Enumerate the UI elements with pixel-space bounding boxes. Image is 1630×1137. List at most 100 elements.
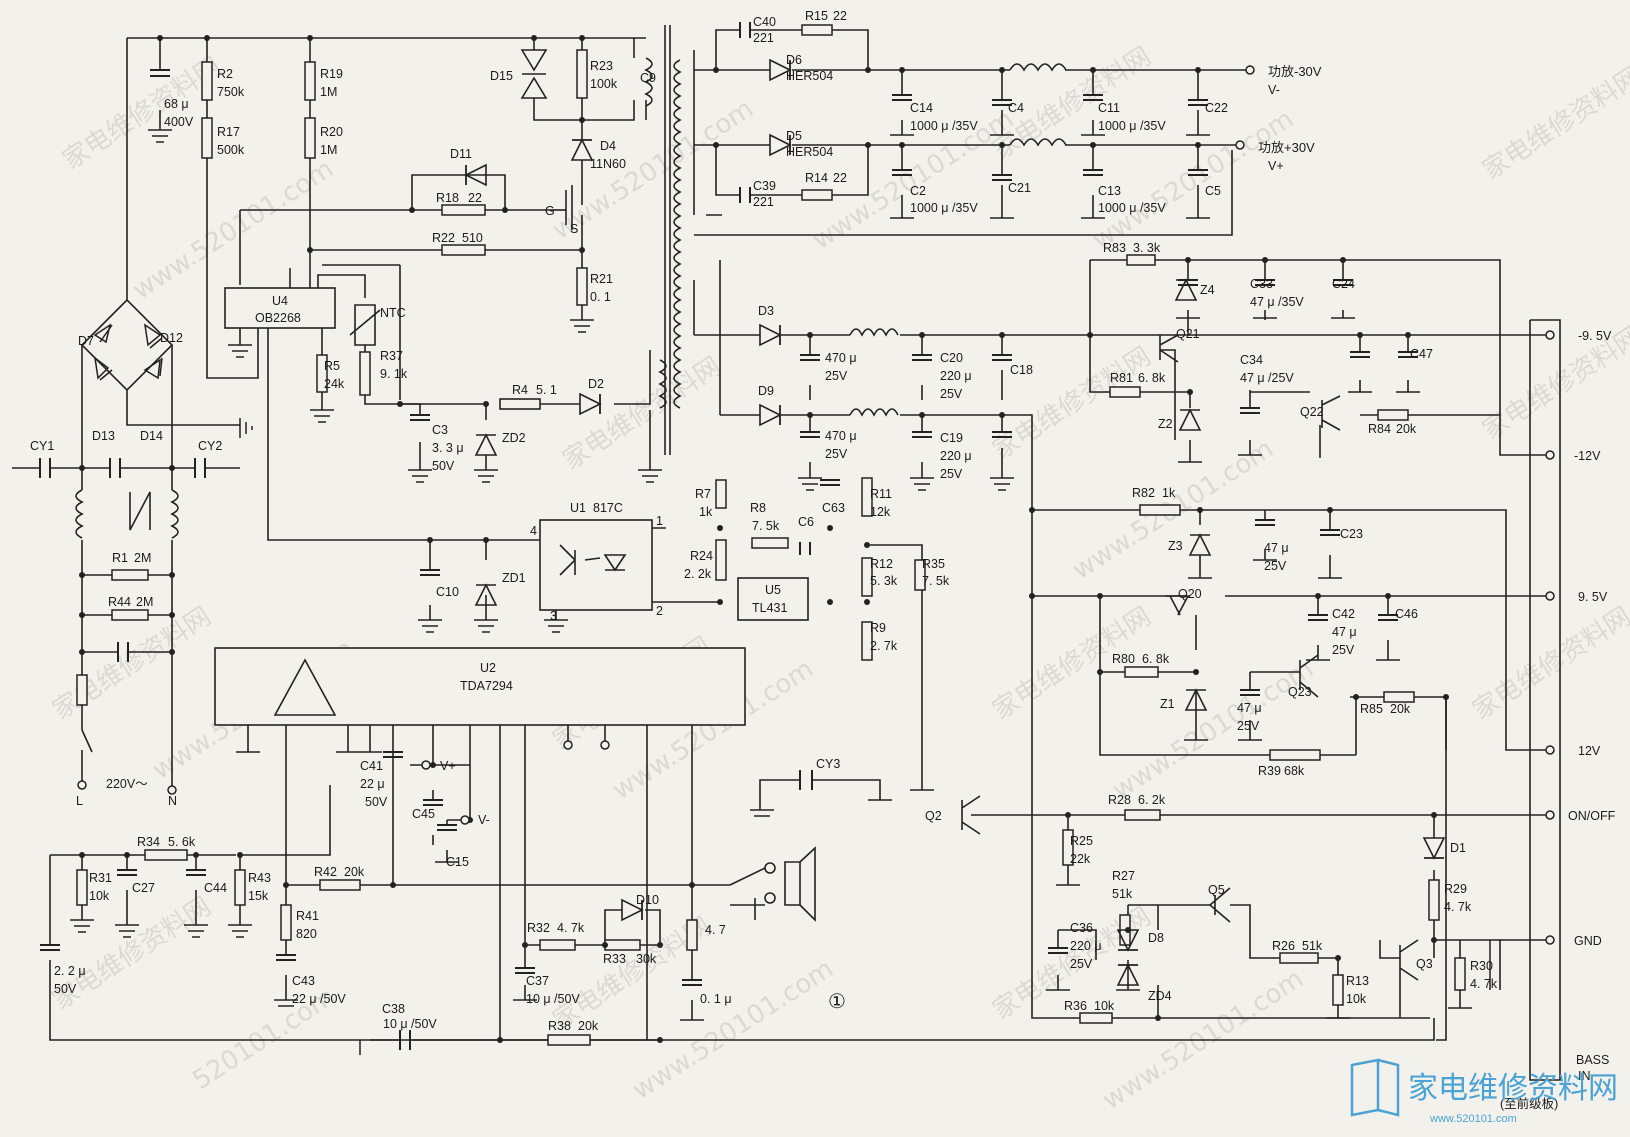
label-r27: R27 bbox=[1112, 869, 1135, 883]
label-r32-val: 4. 7k bbox=[557, 921, 585, 935]
logo-text: 家电维修资料网 bbox=[1408, 1071, 1618, 1106]
output-in: IN bbox=[1578, 1069, 1591, 1083]
label-r23: R23 bbox=[590, 59, 613, 73]
label-q22: Q22 bbox=[1300, 405, 1324, 419]
label-c43-val: 22 μ /50V bbox=[292, 992, 346, 1006]
label-r25: R25 bbox=[1070, 834, 1093, 848]
label-c37: C37 bbox=[526, 974, 549, 988]
label-r1: R1 bbox=[112, 551, 128, 565]
output-onoff: ON/OFF bbox=[1568, 809, 1616, 823]
label-r26-val: 51k bbox=[1302, 939, 1323, 953]
output-amp-minus30: 功放-30V bbox=[1268, 64, 1322, 79]
label-r28-val: 6. 2k bbox=[1138, 793, 1166, 807]
label-r17: R17 bbox=[217, 125, 240, 139]
label-c22u-val: 50V bbox=[54, 982, 77, 996]
watermark-cn: 家电维修资料网 bbox=[557, 352, 726, 476]
label-c68-val: 400V bbox=[164, 115, 194, 129]
label-c33-val: 47 μ /35V bbox=[1250, 295, 1304, 309]
label-c63: C63 bbox=[822, 501, 845, 515]
label-q2: Q2 bbox=[925, 809, 942, 823]
label-pin2: 2 bbox=[656, 604, 663, 618]
watermark-cn: 家电维修资料网 bbox=[987, 342, 1156, 466]
label-r25-val: 22k bbox=[1070, 852, 1091, 866]
label-d3: D3 bbox=[758, 304, 774, 318]
label-c22: C22 bbox=[1205, 101, 1228, 115]
label-c40: C40 bbox=[753, 15, 776, 29]
label-r19: R19 bbox=[320, 67, 343, 81]
label-c47c: 47 μ bbox=[1237, 701, 1262, 715]
label-z2: Z2 bbox=[1158, 417, 1173, 431]
label-r35: R35 bbox=[922, 557, 945, 571]
label-c470b-val: 25V bbox=[825, 447, 848, 461]
label-u5-val: TL431 bbox=[752, 601, 787, 615]
label-c27: C27 bbox=[132, 881, 155, 895]
label-d8: D8 bbox=[1148, 931, 1164, 945]
label-c6: C6 bbox=[798, 515, 814, 529]
label-q20: Q20 bbox=[1178, 587, 1202, 601]
label-r8: R8 bbox=[750, 501, 766, 515]
label-c47b-val: 25V bbox=[1264, 559, 1287, 573]
label-q21: Q21 bbox=[1176, 327, 1200, 341]
label-d4-val: 11N60 bbox=[590, 157, 626, 171]
label-q23: Q23 bbox=[1288, 685, 1312, 699]
label-d9: D9 bbox=[758, 384, 774, 398]
label-r15-val: 22 bbox=[833, 9, 847, 23]
label-d12: D12 bbox=[160, 331, 183, 345]
label-r43-val: 15k bbox=[248, 889, 269, 903]
label-r1-val: 2M bbox=[134, 551, 151, 565]
watermark-url: www.520101.com bbox=[627, 954, 839, 1106]
label-c3: C3 bbox=[432, 423, 448, 437]
output-to-front-board: (至前级板) bbox=[1500, 1096, 1558, 1111]
output-vplus: V+ bbox=[1268, 159, 1284, 173]
label-r85: R85 bbox=[1360, 702, 1383, 716]
label-pin1: 1 bbox=[656, 514, 663, 528]
label-r14: R14 bbox=[805, 171, 828, 185]
label-r2-val: 750k bbox=[217, 85, 245, 99]
label-c11: C11 bbox=[1098, 101, 1120, 115]
label-c40-val: 221 bbox=[753, 31, 774, 45]
label-source: S bbox=[570, 222, 578, 236]
label-d2: D2 bbox=[588, 377, 604, 391]
label-r47: 4. 7 bbox=[705, 923, 726, 937]
label-z1: Z1 bbox=[1160, 697, 1175, 711]
label-r42: R42 bbox=[314, 865, 337, 879]
label-c38-val: 10 μ /50V bbox=[383, 1017, 437, 1031]
label-r24: R24 bbox=[690, 549, 713, 563]
label-r12-val: 5. 3k bbox=[870, 574, 898, 588]
watermark-url: www.520101.com bbox=[127, 154, 339, 306]
label-r30: R30 bbox=[1470, 959, 1493, 973]
output-vminus: V- bbox=[1268, 83, 1280, 97]
label-r7-val: 1k bbox=[699, 505, 713, 519]
label-r39-val: 68k bbox=[1284, 764, 1305, 778]
label-d6: D6 bbox=[786, 53, 802, 67]
label-c39: C39 bbox=[753, 179, 776, 193]
label-c47b: 47 μ bbox=[1264, 541, 1289, 555]
label-r39: R39 bbox=[1258, 764, 1281, 778]
label-r84: R84 bbox=[1368, 422, 1391, 436]
label-r80: R80 bbox=[1112, 652, 1135, 666]
label-c36: C36 bbox=[1070, 921, 1093, 935]
label-cy3: CY3 bbox=[816, 757, 840, 771]
label-r43: R43 bbox=[248, 871, 271, 885]
label-gate: G bbox=[545, 204, 555, 218]
label-c20-val2: 25V bbox=[940, 387, 963, 401]
label-c13: C13 bbox=[1098, 184, 1121, 198]
label-r84-val: 20k bbox=[1396, 422, 1417, 436]
watermark-cn: 家电维修资料网 bbox=[1467, 602, 1630, 726]
label-c470b: 470 μ bbox=[825, 429, 857, 443]
label-r5-val: 24k bbox=[324, 377, 345, 391]
label-c18: C18 bbox=[1010, 363, 1033, 377]
label-c41-val: 22 μ bbox=[360, 777, 385, 791]
label-c15: C15 bbox=[446, 855, 469, 869]
label-r38-val: 20k bbox=[578, 1019, 599, 1033]
label-zd2: ZD2 bbox=[502, 431, 526, 445]
output-minus12: -12V bbox=[1574, 449, 1601, 463]
label-r21-val: 0. 1 bbox=[590, 290, 611, 304]
label-r11-val: 12k bbox=[870, 505, 891, 519]
label-c68: 68 μ bbox=[164, 97, 189, 111]
label-r30-val: 4. 7k bbox=[1470, 977, 1498, 991]
output-plus12: 12V bbox=[1578, 744, 1601, 758]
label-d6-val: HER504 bbox=[786, 69, 833, 83]
label-u4: U4 bbox=[272, 294, 288, 308]
label-c20-val: 220 μ bbox=[940, 369, 972, 383]
